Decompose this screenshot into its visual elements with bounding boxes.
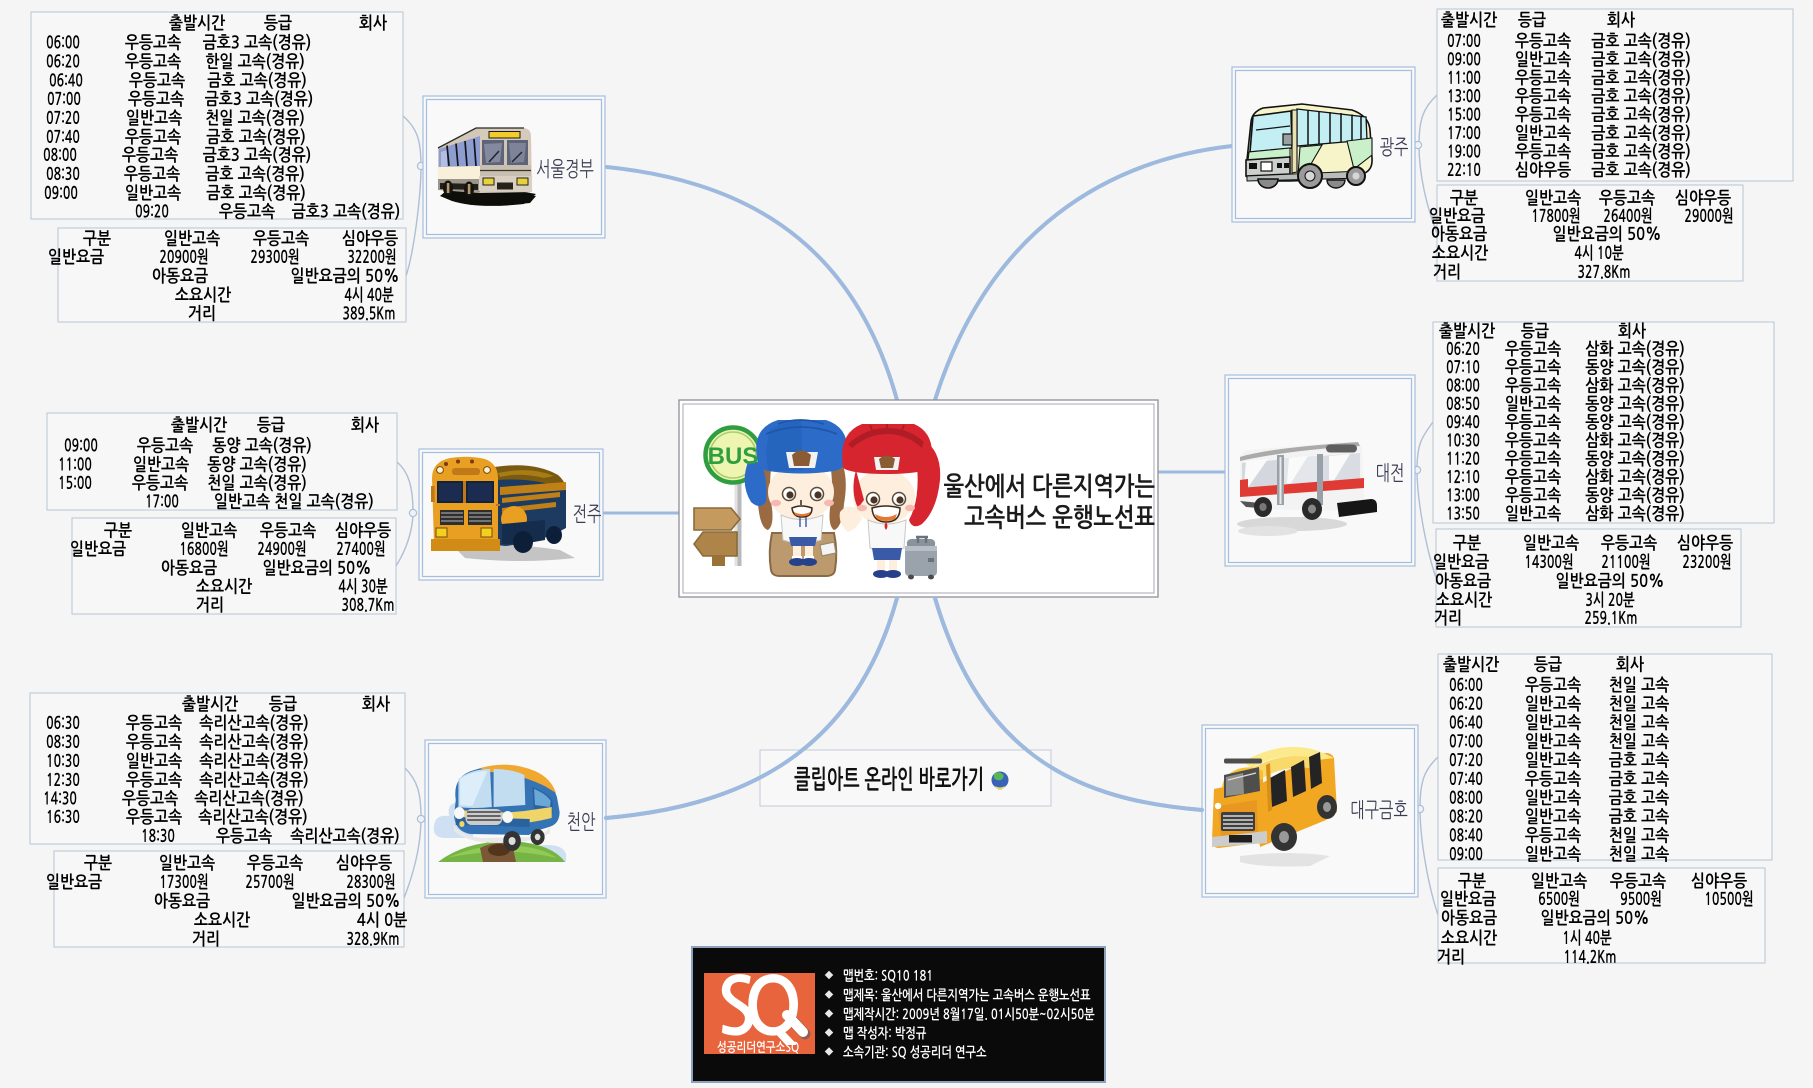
svg-text:BUS: BUS — [708, 443, 759, 470]
